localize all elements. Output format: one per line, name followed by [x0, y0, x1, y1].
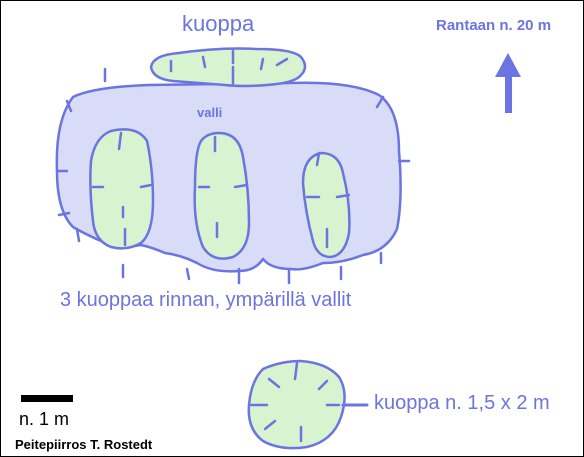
wall-pit-left [89, 128, 155, 250]
wall-label: valli [197, 105, 223, 120]
author-credit: Peitepiirros T. Rostedt [15, 437, 153, 452]
top-pit-slope-marks [169, 49, 289, 87]
scale-label: n. 1 m [19, 409, 70, 429]
north-arrow-icon [495, 53, 521, 113]
top-pit-label: kuoppa [182, 11, 255, 36]
scale-bar [21, 395, 73, 402]
caption-label: 3 kuoppaa rinnan, ympärillä vallit [60, 289, 352, 311]
top-pit [149, 47, 307, 88]
wall-slope-marks [55, 67, 411, 285]
wall-pit-middle [193, 131, 251, 260]
wall-pit-slope-marks [91, 131, 351, 249]
single-pit-slope-marks [249, 361, 341, 443]
single-pit-label: kuoppa n. 1,5 x 2 m [374, 392, 550, 414]
shore-direction-label: Rantaan n. 20 m [436, 17, 552, 34]
wall-pit-right [301, 151, 351, 259]
